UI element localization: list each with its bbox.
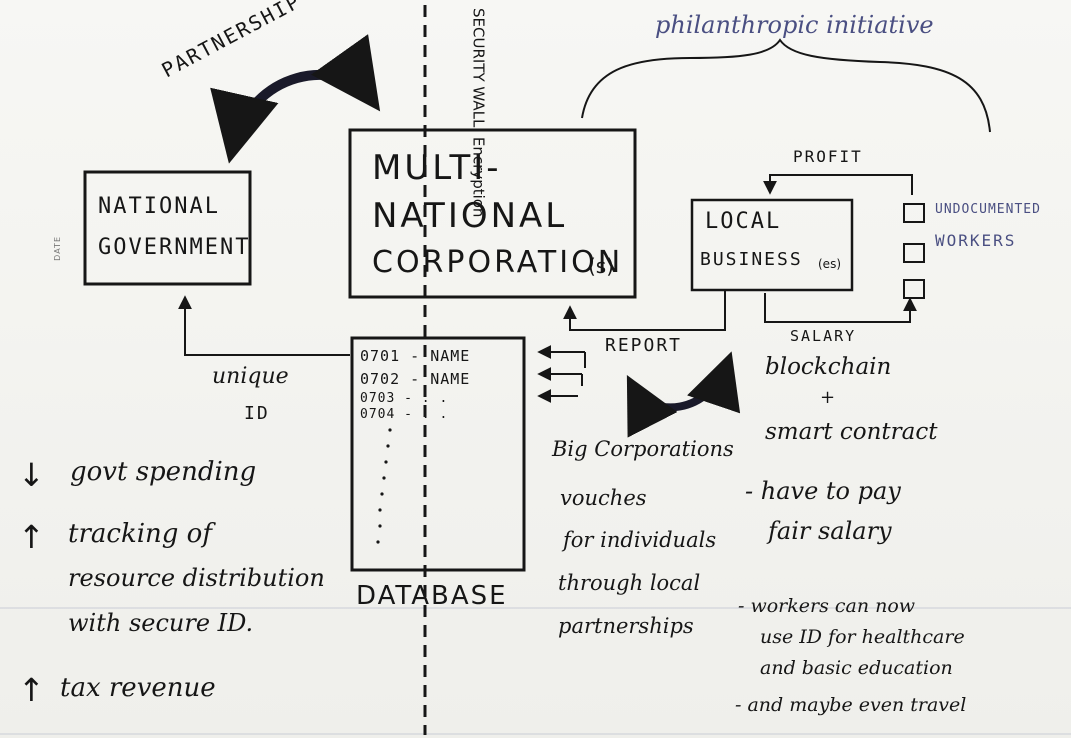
vouches-line-3: for individuals <box>563 528 717 552</box>
report-feed-arrows <box>537 345 586 403</box>
unique-id-line-2: ID <box>244 403 270 424</box>
impact-3-arrow: ↑ <box>18 671 45 709</box>
vouches-line-1: Big Corporations <box>552 437 734 461</box>
benefits-line-2: use ID for healthcare <box>760 626 965 648</box>
database-row-3: 0703 - . . <box>360 391 449 406</box>
vouches-line-5: partnerships <box>558 614 694 638</box>
workers-label-line-2: WORKERS <box>935 231 1017 250</box>
security-wall-label: SECURITY WALL, Encryption <box>469 8 488 218</box>
impact-1-line-1: govt spending <box>70 457 257 487</box>
blockchain-line-1: blockchain <box>765 354 892 380</box>
impact-2-line-3: with secure ID. <box>68 609 254 637</box>
rule-lines <box>0 607 1071 735</box>
database-row-1: 0701 - NAME <box>360 347 471 365</box>
multinational-line-3: CORPORATION <box>372 245 624 280</box>
philanthropic-label: philanthropic initiative <box>655 11 934 39</box>
multinational-line-1: MULTI- <box>372 148 502 188</box>
profit-label: PROFIT <box>793 147 863 166</box>
blockchain-line-3: smart contract <box>765 419 938 445</box>
impact-3-line-1: tax revenue <box>60 673 216 703</box>
partnership-arrow <box>210 34 381 164</box>
local-business-suffix: (es) <box>818 257 841 271</box>
philanthropic-brace <box>581 38 991 133</box>
impact-1-arrow: ↓ <box>18 456 45 494</box>
salary-label: SALARY <box>790 327 857 345</box>
benefits-line-4: - and maybe even travel <box>735 694 967 716</box>
fair-salary-line-1: - have to pay <box>745 477 901 505</box>
impact-2-arrow: ↑ <box>18 518 45 556</box>
report-arrow <box>563 290 726 331</box>
multinational-corporation-box <box>348 128 637 299</box>
worker-checkbox-3 <box>903 279 925 299</box>
vouches-line-4: through local <box>558 571 701 595</box>
benefits-line-1: - workers can now <box>738 595 916 617</box>
local-business-line-2: BUSINESS <box>700 249 803 270</box>
benefits-line-3: and basic education <box>760 657 953 679</box>
vouches-line-2: vouches <box>560 486 647 510</box>
worker-checkbox-1 <box>903 203 925 223</box>
national-government-line-2: GOVERNMENT <box>98 235 251 260</box>
multinational-suffix: (s) <box>588 254 615 278</box>
national-government-line-1: NATIONAL <box>98 194 220 219</box>
impact-2-line-1: tracking of <box>68 519 212 549</box>
fair-salary-line-2: fair salary <box>768 517 892 545</box>
multinational-line-2: NATIONAL <box>372 196 568 236</box>
blockchain-line-2: + <box>820 387 836 408</box>
profit-arrow <box>763 174 913 195</box>
national-government-box <box>83 170 252 286</box>
database-label: DATABASE <box>356 581 508 611</box>
salary-arrow <box>764 293 917 323</box>
impact-2-line-2: resource distribution <box>68 564 325 592</box>
database-box <box>350 336 526 572</box>
unique-id-arrow <box>178 295 350 356</box>
database-row-4: 0704 - . . <box>360 407 449 422</box>
worker-checkbox-2 <box>903 243 925 263</box>
workers-label-line-1: UNDOCUMENTED <box>935 202 1041 217</box>
blockchain-arrow <box>626 351 741 438</box>
local-business-box <box>690 198 854 292</box>
date-label: DATE <box>53 236 62 261</box>
report-label: REPORT <box>605 335 683 356</box>
unique-id-line-1: unique <box>212 364 289 389</box>
database-row-2: 0702 - NAME <box>360 370 471 388</box>
local-business-line-1: LOCAL <box>705 209 782 234</box>
database-dots <box>376 428 392 544</box>
